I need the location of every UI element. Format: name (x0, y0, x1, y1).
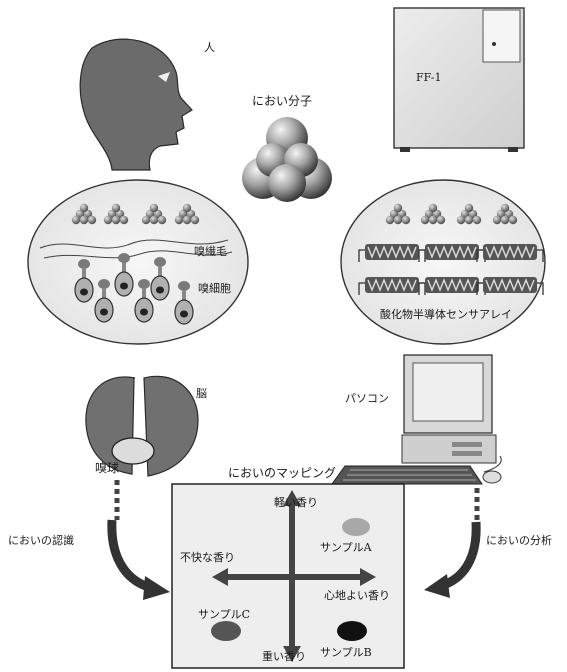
axis-left-label: 不快な香り (180, 551, 235, 564)
ff1-instrument-icon (393, 7, 525, 152)
molecule-label: におい分子 (252, 94, 313, 108)
sample-b-label: サンプルB (320, 646, 372, 659)
sample-b-marker (337, 621, 367, 641)
sample-c-marker (211, 621, 241, 641)
axis-right-label: 心地よい香り (324, 589, 390, 602)
brain-icon (85, 375, 199, 477)
axis-bottom-label: 重い香り (262, 650, 306, 663)
computer-icon (331, 354, 502, 485)
human-head-icon (79, 38, 193, 171)
sensor-array-ellipse (340, 179, 546, 345)
recognition-label: においの認識 (8, 534, 74, 547)
olfactory-cell-label: 嗅細胞 (198, 282, 231, 295)
sample-a-marker (342, 518, 370, 536)
human-label: 人 (204, 41, 215, 54)
computer-label: パソコン (345, 392, 389, 405)
olfactory-bulb-label: 嗅球 (95, 461, 120, 475)
brain-label: 脳 (196, 387, 207, 400)
connector-lines (114, 480, 480, 520)
odor-mapping-panel (171, 483, 405, 669)
sample-c-label: サンプルC (198, 608, 251, 621)
cilia-label: 嗅繊毛 (194, 245, 227, 258)
axis-top-label: 軽い香り (274, 496, 318, 509)
sensor-array-label: 酸化物半導体センサアレイ (380, 308, 512, 321)
mapping-title: においのマッピング (228, 466, 337, 480)
olfactory-epithelium-ellipse (27, 179, 249, 345)
analysis-arrow (424, 521, 481, 598)
sample-a-label: サンプルA (320, 541, 372, 554)
odor-molecule-icon (242, 117, 332, 202)
recognition-arrow (107, 519, 170, 600)
instrument-label: FF-1 (416, 71, 442, 84)
analysis-label: においの分析 (486, 534, 552, 547)
